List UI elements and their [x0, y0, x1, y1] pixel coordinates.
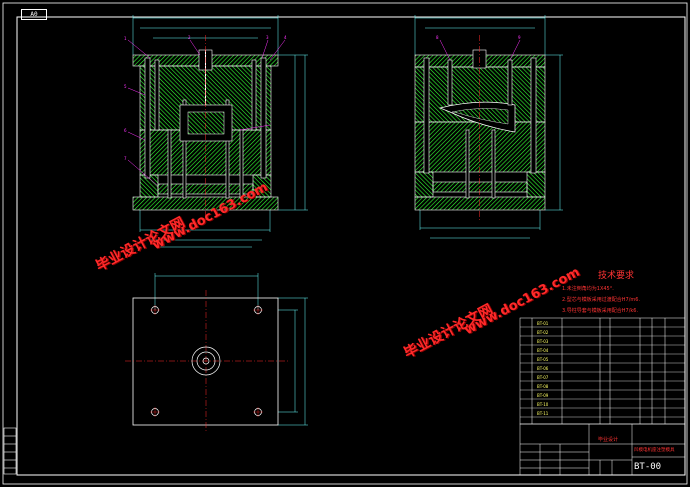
- side-bottom-plate: [414, 196, 546, 211]
- drawing-number: BT-00: [634, 462, 662, 472]
- tech-requirements-title: 技术要求: [598, 271, 635, 281]
- svg-text:8: 8: [436, 35, 439, 40]
- part-name: 凹模电机座注塑模具: [634, 448, 675, 453]
- side-core-plate: [414, 121, 546, 173]
- svg-text:3: 3: [266, 35, 269, 40]
- front-view: 1 2 3 4 5 6 7: [124, 15, 308, 248]
- bom-cell: BT-03: [537, 339, 549, 344]
- inner-frame: [16, 16, 686, 476]
- svg-text:5: 5: [124, 84, 127, 89]
- svg-text:2: 2: [188, 35, 191, 40]
- bom-cell: BT-02: [537, 330, 549, 335]
- bom-cell: BT-11: [537, 411, 549, 416]
- svg-text:1: 1: [124, 36, 127, 41]
- plan-view: [125, 273, 308, 432]
- title-block-label: 毕业设计: [598, 437, 619, 443]
- tech-requirement-2: 2.型芯与模板采用过渡配合H7/m6.: [562, 297, 641, 303]
- svg-text:4: 4: [284, 35, 287, 40]
- bom-table: [519, 317, 686, 425]
- svg-text:6: 6: [124, 128, 127, 133]
- bom-cell: BT-08: [537, 384, 549, 389]
- tech-requirement-1: 1.未注倒角均为1X45°.: [562, 286, 614, 292]
- left-margin-marks: [3, 427, 17, 475]
- bom-cell: BT-09: [537, 393, 549, 398]
- svg-text:7: 7: [124, 156, 127, 161]
- title-block: [519, 423, 686, 476]
- bom-cell: BT-07: [537, 375, 549, 380]
- svg-text:9: 9: [518, 35, 521, 40]
- bom-cell: BT-01: [537, 321, 549, 326]
- bom-cell: BT-04: [537, 348, 549, 353]
- bom-rows: [520, 326, 685, 418]
- bom-cell: BT-10: [537, 402, 549, 407]
- locating-ring-outer: [191, 346, 221, 376]
- tech-requirement-3: 3.导柱导套与模板采用配合H7/k6.: [562, 308, 639, 314]
- sheet-size-tag: A0: [21, 9, 47, 20]
- bom-cell: BT-06: [537, 366, 549, 371]
- plan-plate: [132, 297, 279, 426]
- bom-cell: BT-05: [537, 357, 549, 362]
